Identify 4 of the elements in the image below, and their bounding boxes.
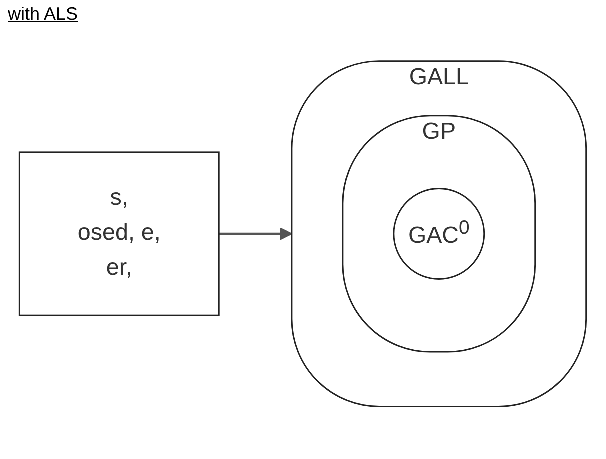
- title: with ALS: [8, 4, 78, 25]
- node-circle: GAC$^{0}$: [393, 188, 486, 280]
- arrow: [219, 228, 293, 240]
- node-box: s, osed, e, er,: [18, 152, 220, 316]
